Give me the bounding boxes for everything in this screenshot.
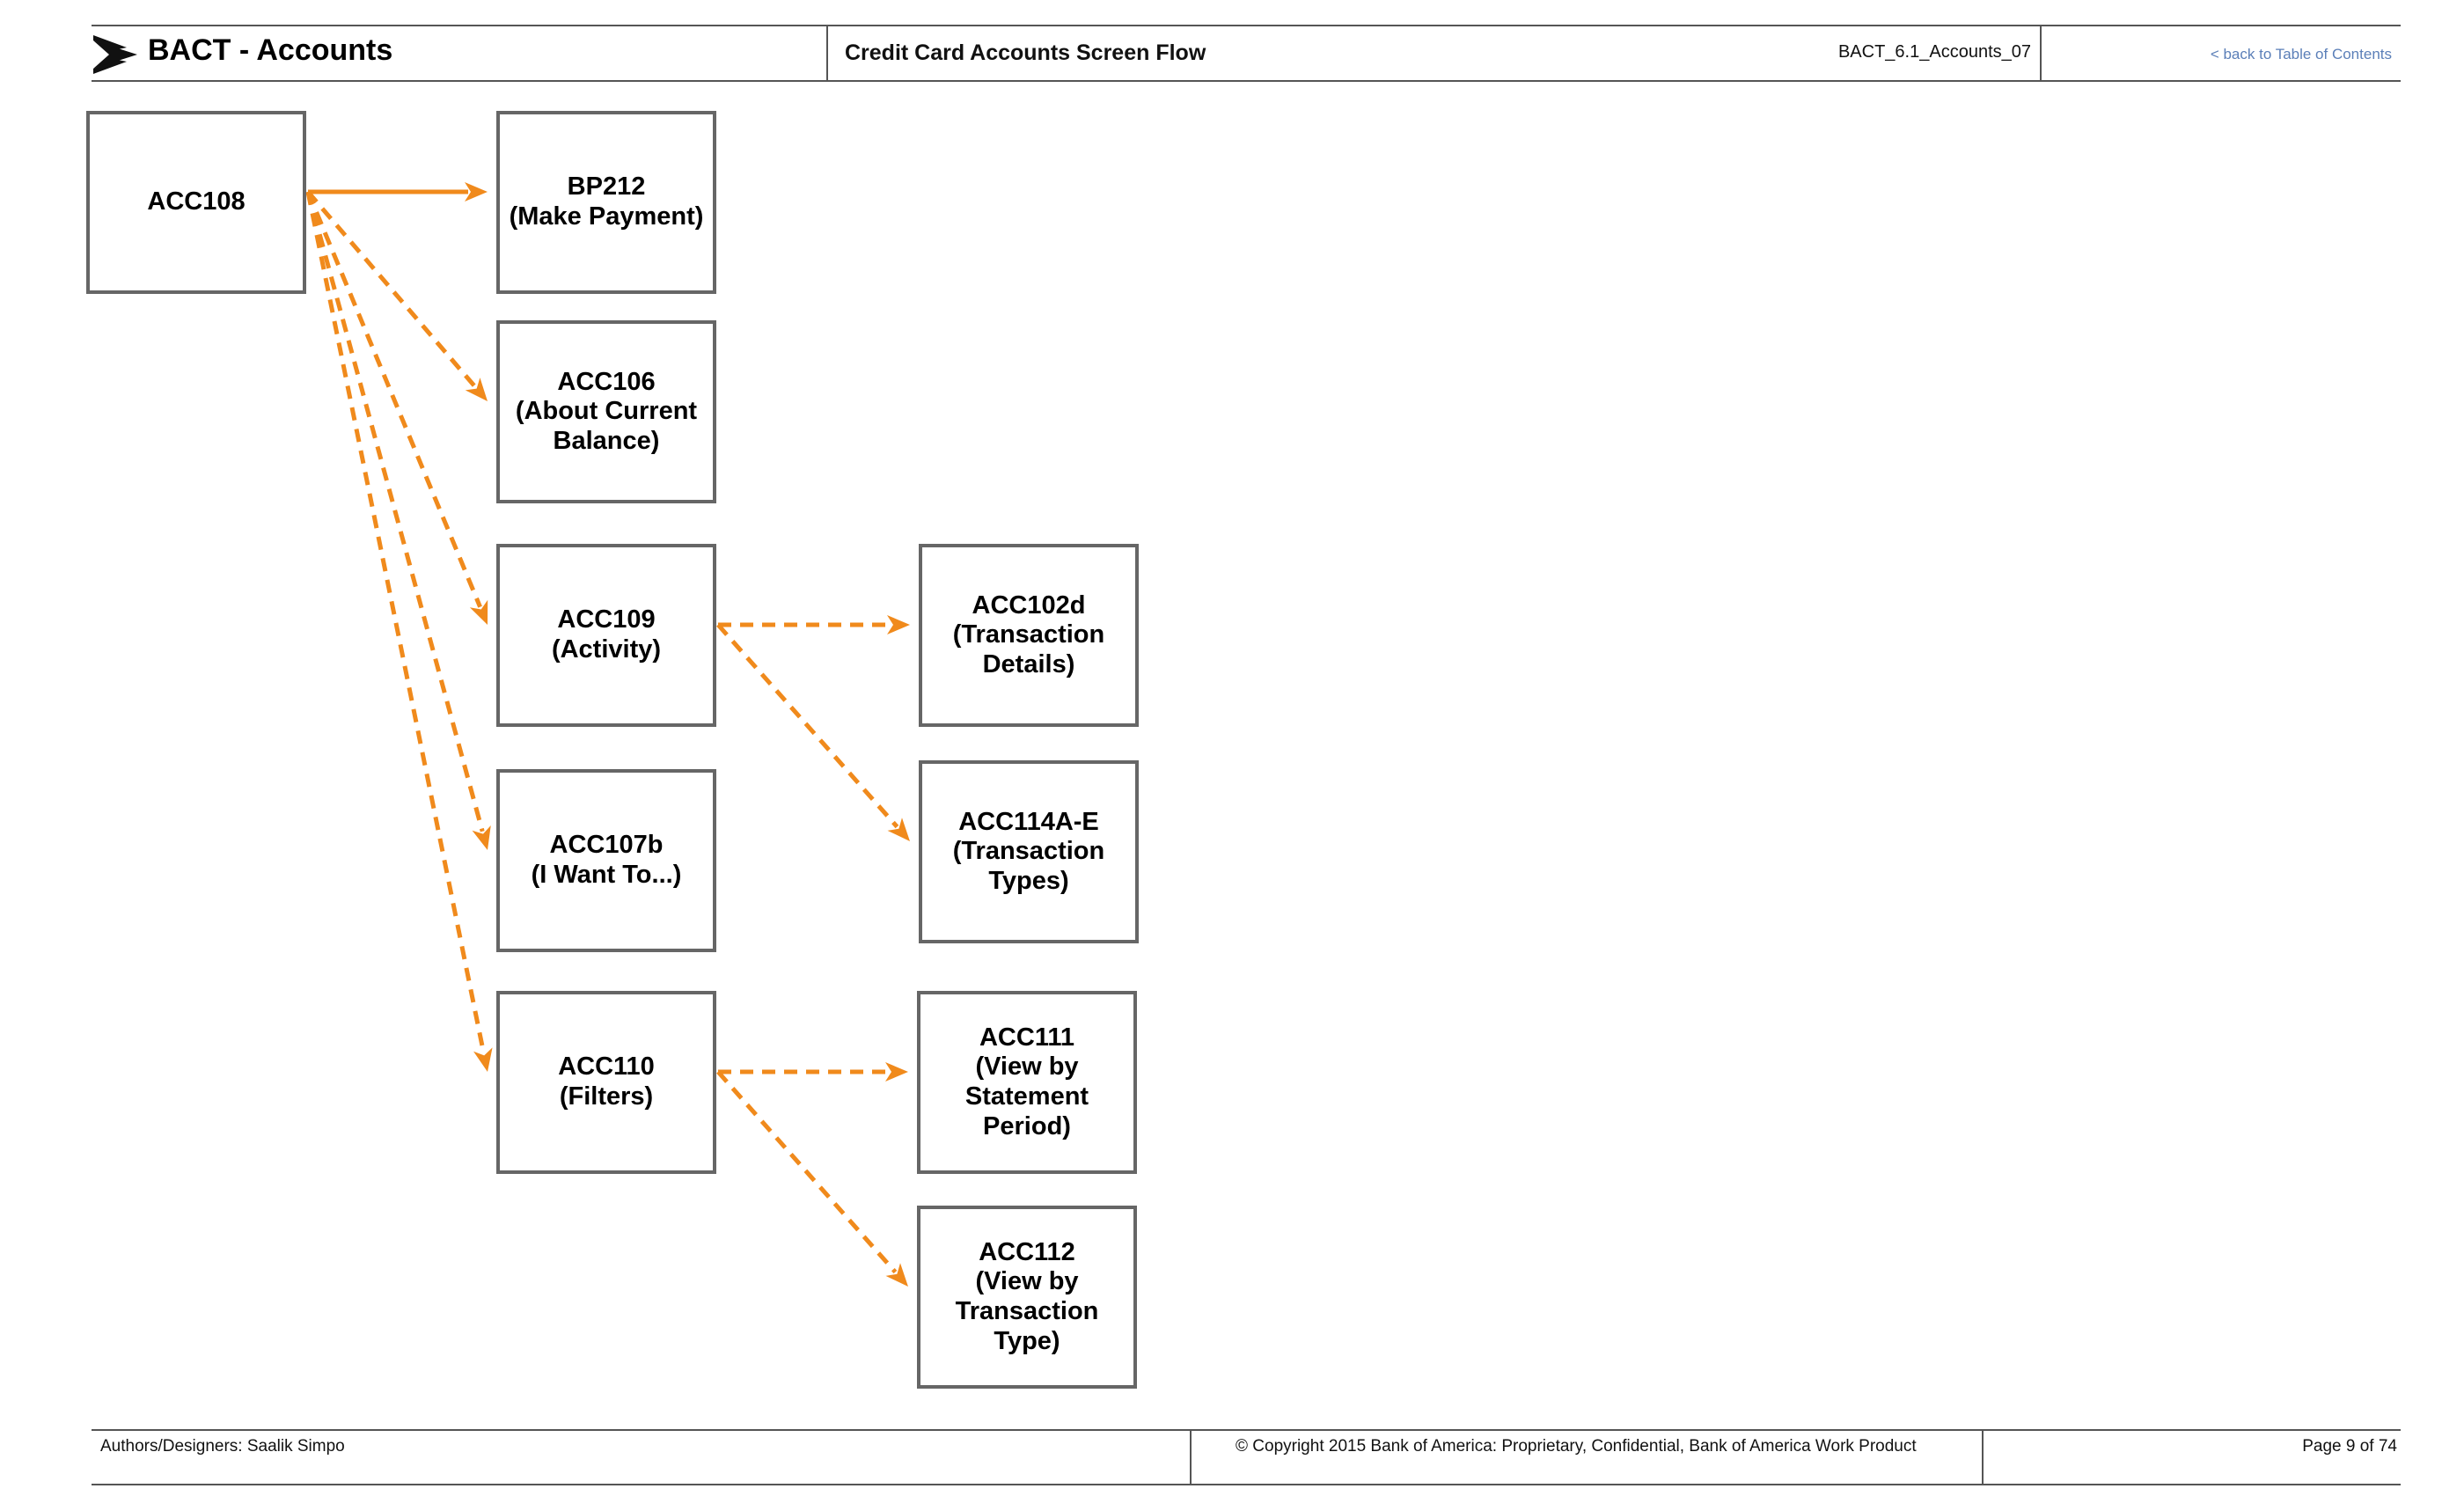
- connector-acc108-to-acc110: [305, 191, 487, 1053]
- header-divider: [826, 25, 828, 82]
- node-acc107b[interactable]: ACC107b (I Want To...): [496, 769, 716, 952]
- node-acc102d[interactable]: ACC102d (Transaction Details): [919, 544, 1139, 727]
- header-top-rule: [92, 25, 2401, 26]
- node-label: ACC114A-E (Transaction Types): [952, 807, 1105, 895]
- page-title: Credit Card Accounts Screen Flow: [845, 40, 1206, 65]
- node-label: ACC106 (About Current Balance): [515, 367, 698, 455]
- node-bp212[interactable]: BP212 (Make Payment): [496, 111, 716, 294]
- arrowhead-acc110: [473, 1047, 493, 1072]
- footer-page-number: Page 9 of 74: [2302, 1437, 2397, 1456]
- node-label: ACC112 (View by Transaction Type): [955, 1237, 1099, 1355]
- node-label: ACC110 (Filters): [558, 1052, 655, 1111]
- arrowhead-acc111: [885, 1062, 908, 1082]
- document-id: BACT_6.1_Accounts_07: [1837, 42, 2031, 62]
- header-divider: [2040, 25, 2042, 82]
- footer-top-rule: [92, 1429, 2401, 1431]
- footer-divider: [1190, 1429, 1192, 1485]
- connector-acc108-to-acc107b: [305, 191, 485, 832]
- footer-bottom-rule: [92, 1484, 2401, 1485]
- connector-acc110-to-acc112: [716, 1070, 898, 1274]
- node-label: ACC111 (View by Statement Period): [964, 1023, 1089, 1140]
- node-acc106[interactable]: ACC106 (About Current Balance): [496, 320, 716, 503]
- arrowhead-acc106: [465, 378, 488, 401]
- node-acc109[interactable]: ACC109 (Activity): [496, 544, 716, 727]
- back-to-toc-link[interactable]: < back to Table of Contents: [2210, 46, 2392, 62]
- node-acc111[interactable]: ACC111 (View by Statement Period): [917, 991, 1137, 1174]
- arrowhead-acc114ae: [887, 818, 910, 841]
- header-bottom-rule: [92, 80, 2401, 82]
- bank-flag-logo-icon: [93, 35, 137, 74]
- arrowhead-acc109: [469, 599, 488, 625]
- node-label: ACC102d (Transaction Details): [952, 590, 1105, 678]
- node-label: ACC107b (I Want To...): [531, 831, 682, 889]
- app-title: BACT - Accounts: [148, 33, 393, 67]
- node-acc114a-e[interactable]: ACC114A-E (Transaction Types): [919, 760, 1139, 943]
- node-acc110[interactable]: ACC110 (Filters): [496, 991, 716, 1174]
- connector-acc108-to-acc109: [305, 191, 482, 608]
- footer-copyright: © Copyright 2015 Bank of America: Propri…: [1236, 1437, 1917, 1456]
- footer-divider: [1982, 1429, 1984, 1485]
- node-label: ACC108: [147, 187, 246, 216]
- connector-acc109-to-acc114ae: [716, 623, 899, 829]
- arrowhead-bp212: [465, 182, 488, 202]
- node-label: ACC109 (Activity): [551, 605, 662, 664]
- node-acc108[interactable]: ACC108: [86, 111, 306, 294]
- node-acc112[interactable]: ACC112 (View by Transaction Type): [917, 1206, 1137, 1389]
- node-label: BP212 (Make Payment): [509, 172, 704, 231]
- arrowhead-acc112: [885, 1263, 908, 1287]
- arrowhead-acc102d: [887, 615, 910, 634]
- footer-authors: Authors/Designers: Saalik Simpo: [100, 1437, 345, 1456]
- arrowhead-acc107b: [472, 825, 491, 850]
